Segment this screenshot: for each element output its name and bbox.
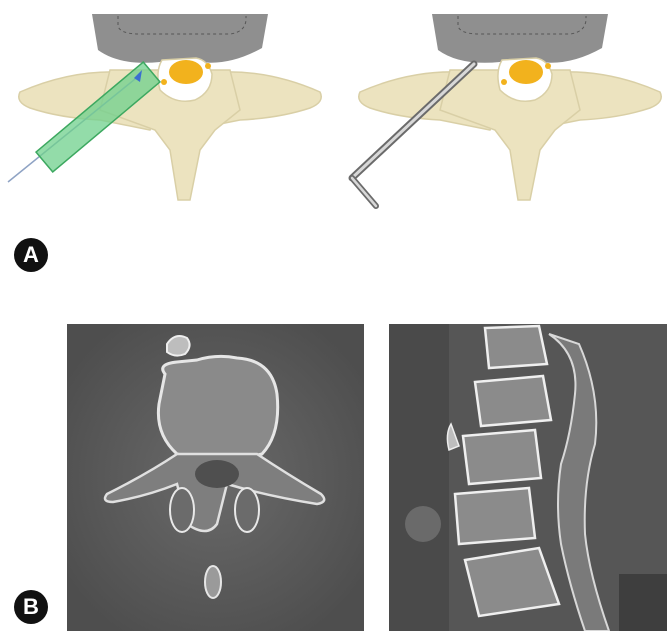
panel-b-label: B — [14, 590, 48, 624]
sagittal-ct-image — [389, 324, 667, 631]
panel-a-label: A — [14, 238, 48, 272]
vertebral-body — [92, 14, 268, 63]
vertebra-with-trocar-illustration — [340, 0, 667, 220]
panel-b: B — [0, 290, 667, 631]
vertebra-with-cannula-illustration — [0, 0, 340, 220]
axial-ct-image — [67, 324, 364, 631]
spinal-cord — [169, 60, 203, 84]
panel-a: A — [0, 0, 667, 290]
